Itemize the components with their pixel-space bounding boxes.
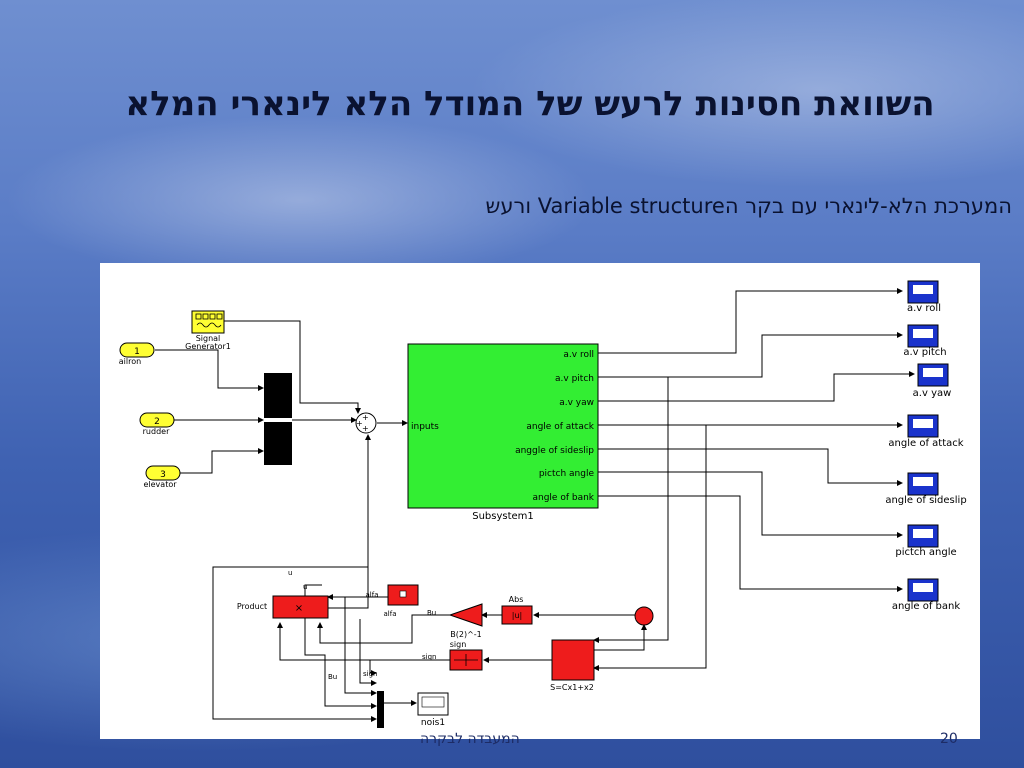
simulink-diagram-panel: 1 ailron 2 rudder 3 elevator Signal Gene… xyxy=(100,263,980,739)
svg-text:angle of attack: angle of attack xyxy=(888,438,963,449)
svg-text:1: 1 xyxy=(134,347,140,357)
subsystem-block: inputs a.v roll a.v pitch a.v yaw angle … xyxy=(407,343,599,522)
slide-subtitle: המערכת הלא-לינארי עם בקר הVariable struc… xyxy=(485,194,1012,218)
signal-bu-b: Bu xyxy=(328,673,337,681)
mux-block xyxy=(264,373,292,465)
svg-text:a.v yaw: a.v yaw xyxy=(913,388,952,399)
signal-sign-a: sign xyxy=(422,653,436,661)
product-label: Product xyxy=(237,602,267,611)
nois1-scope: nois1 xyxy=(417,692,449,728)
signal-generator-label-2: Generator1 xyxy=(185,342,231,351)
signal-sign-b: sign xyxy=(363,670,377,678)
inport-2-label: rudder xyxy=(143,427,170,436)
subsystem-name: Subsystem1 xyxy=(472,511,534,522)
abs-block: |u| Abs xyxy=(501,595,533,625)
subsystem-port-av-pitch: a.v pitch xyxy=(555,374,594,384)
scope-angle-of-sideslip: angle of sideslip xyxy=(885,472,967,506)
signal-bu-a: Bu xyxy=(427,609,436,617)
inport-1-label: ailron xyxy=(119,357,141,366)
subsystem-port-av-yaw: a.v yaw xyxy=(559,398,594,408)
subsystem-port-sideslip: anggle of sideslip xyxy=(515,446,594,456)
slide-footer-text: המעבדה לבקרה xyxy=(420,731,520,747)
scope-angle-of-bank: angle of bank xyxy=(892,578,961,612)
sign-block: sign xyxy=(449,640,483,671)
subsystem-port-pitch-angle: pictch angle xyxy=(539,469,595,479)
product-block: × Product xyxy=(237,595,329,619)
svg-text:angle of bank: angle of bank xyxy=(892,601,961,612)
product-symbol: × xyxy=(295,603,303,614)
svg-text:3: 3 xyxy=(160,470,166,480)
s-function-label: S=Cx1+x2 xyxy=(550,683,594,692)
svg-text:+: + xyxy=(356,419,363,428)
inport-1: 1 ailron xyxy=(119,342,155,366)
scope-av-yaw: a.v yaw xyxy=(913,363,952,399)
inport-2: 2 rudder xyxy=(139,412,175,436)
scope-av-pitch: a.v pitch xyxy=(903,324,947,358)
signal-generator-icon xyxy=(195,313,223,328)
sum-block: + + + xyxy=(355,412,377,434)
subsystem-port-angle-of-attack: angle of attack xyxy=(526,422,594,432)
svg-text:alfa: alfa xyxy=(384,610,397,618)
signal-generator-label-1: Signal xyxy=(196,334,221,343)
subsystem-port-av-roll: a.v roll xyxy=(563,350,594,360)
svg-text:+: + xyxy=(362,413,369,422)
subsystem-port-angle-of-bank: angle of bank xyxy=(532,493,594,503)
gain-block: B(2)^-1 xyxy=(448,603,483,639)
svg-text:alfa: alfa xyxy=(366,591,379,599)
slide-title: השוואת חסינות לרעש של המודל הלא לינארי ה… xyxy=(125,84,935,124)
gain-label: B(2)^-1 xyxy=(450,630,482,639)
scope-angle-of-attack: angle of attack xyxy=(888,414,964,449)
alfa-constant-block: alfa alfa xyxy=(366,584,419,618)
svg-text:a.v pitch: a.v pitch xyxy=(903,347,946,358)
slide-page-number: 20 xyxy=(940,731,958,747)
subsystem-input-port: inputs xyxy=(411,422,439,432)
signal-u-mid: u xyxy=(303,583,307,591)
s-function-block: S=Cx1+x2 xyxy=(550,639,595,692)
block-diagram: 1 ailron 2 rudder 3 elevator Signal Gene… xyxy=(119,280,967,728)
noise-mux-block xyxy=(377,691,384,728)
svg-text:angle of sideslip: angle of sideslip xyxy=(885,495,966,506)
error-sum-block xyxy=(634,606,654,626)
svg-text:+: + xyxy=(362,424,369,433)
sign-label: sign xyxy=(450,640,467,649)
signal-u-top: u xyxy=(288,569,292,577)
svg-text:2: 2 xyxy=(154,417,160,427)
svg-text:pictch angle: pictch angle xyxy=(895,547,956,558)
scope-av-roll: a.v roll xyxy=(907,280,941,314)
inport-3-label: elevator xyxy=(143,480,177,489)
abs-symbol: |u| xyxy=(512,611,522,620)
nois1-label: nois1 xyxy=(421,718,445,728)
signal-generator-block: Signal Generator1 xyxy=(185,310,231,351)
inport-3: 3 elevator xyxy=(143,465,181,489)
svg-text:a.v roll: a.v roll xyxy=(907,303,941,314)
abs-label: Abs xyxy=(509,595,524,604)
signal-lines xyxy=(155,288,915,722)
scope-pictch-angle: pictch angle xyxy=(895,524,957,558)
